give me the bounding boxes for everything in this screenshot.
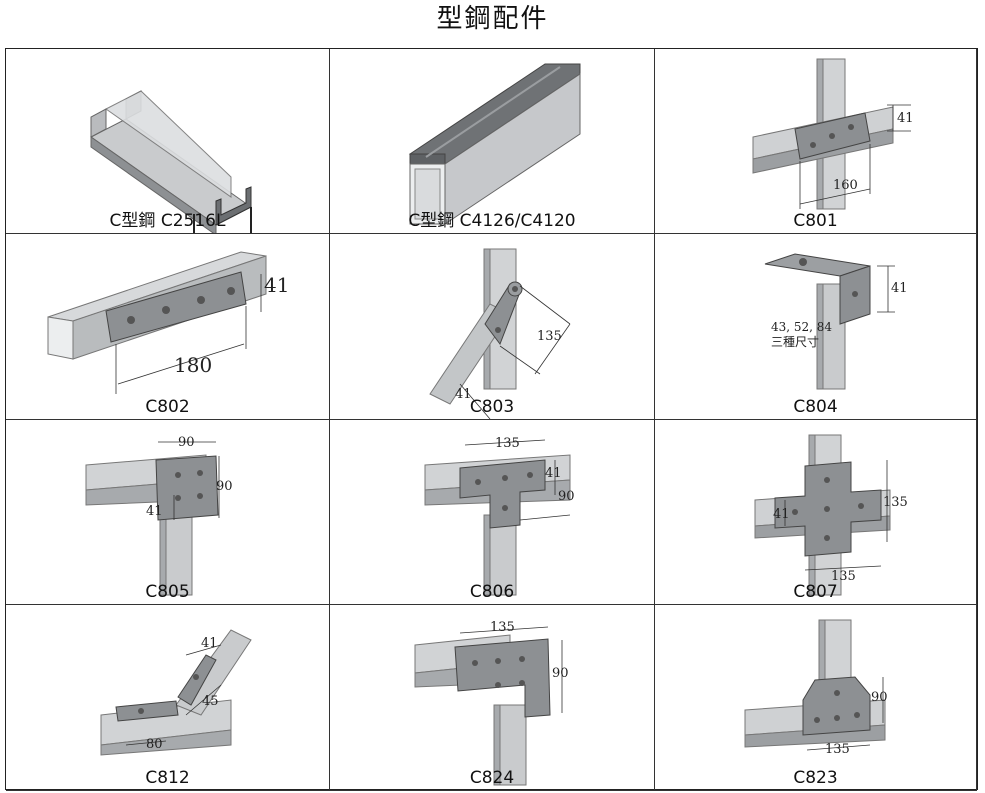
cell-c805: 90 90 41 C805: [6, 420, 330, 605]
cell-c824: 135 90 C824: [330, 605, 655, 791]
cell-c812: 41 45 80 C812: [6, 605, 330, 791]
dim-c805-90-side: 90: [216, 479, 233, 494]
fitting-c824-illustration: 135 90: [414, 620, 569, 786]
note-c804-sizes: 43, 52, 84: [771, 320, 832, 334]
dim-c812-80: 80: [146, 737, 163, 752]
label-c803: C803: [469, 397, 515, 417]
fitting-c804-illustration: 41 43, 52, 84 三種尺寸: [764, 253, 908, 390]
dim-c801-160: 160: [833, 178, 858, 193]
c-channel-c2516l-illustration: [90, 90, 252, 233]
cell-c802: 41 180 C802: [6, 234, 330, 420]
dim-c807-135-bottom: 135: [831, 569, 856, 584]
dim-c824-135: 135: [490, 620, 515, 635]
dim-c805-41: 41: [146, 504, 163, 519]
label-c802: C802: [145, 397, 190, 417]
dim-c803-135: 135: [537, 329, 562, 344]
dim-c806-135: 135: [495, 436, 520, 451]
label-c807: C807: [793, 582, 838, 602]
dim-c801-41: 41: [897, 111, 914, 126]
dim-c806-41: 41: [545, 466, 562, 481]
dim-c802-41: 41: [264, 273, 289, 297]
dim-c807-135-side: 135: [883, 495, 908, 510]
label-c806: C806: [469, 582, 515, 602]
dim-c824-90: 90: [552, 666, 569, 681]
dim-c823-90: 90: [871, 690, 888, 705]
cell-c4126: C型鋼 C4126/C4120: [330, 49, 655, 234]
fitting-c803-illustration: 135 41: [429, 248, 571, 419]
label-c823: C823: [793, 768, 838, 788]
label-c4126: C型鋼 C4126/C4120: [408, 211, 576, 231]
cell-c801: 41 160 C801: [655, 49, 977, 234]
dim-c812-45: 45: [202, 694, 219, 709]
fittings-grid: C型鋼 C2516L C型鋼 C4126/C4120 41: [5, 48, 978, 791]
fitting-c802-illustration: 41 180: [47, 251, 289, 394]
fitting-c801-illustration: 41 160: [752, 58, 914, 210]
fitting-c806-illustration: 135 41 90: [424, 436, 575, 596]
label-c801: C801: [793, 211, 838, 231]
cell-c806: 135 41 90 C806: [330, 420, 655, 605]
label-c2516l: C型鋼 C2516L: [109, 211, 226, 231]
cell-c804: 41 43, 52, 84 三種尺寸 C804: [655, 234, 977, 420]
fitting-c812-illustration: 41 45 80: [100, 629, 252, 756]
dim-c805-90-top: 90: [178, 435, 195, 450]
label-c824: C824: [469, 768, 515, 788]
cell-c807: 41 135 135 C807: [655, 420, 977, 605]
dim-c823-135: 135: [825, 742, 850, 757]
page-title: 型鋼配件: [436, 4, 549, 34]
dim-c806-90: 90: [558, 489, 575, 504]
label-c805: C805: [145, 582, 190, 602]
dim-c807-41: 41: [773, 507, 790, 522]
label-c804: C804: [793, 397, 838, 417]
cell-c803: 135 41 C803: [330, 234, 655, 420]
c-channel-c4126-illustration: [408, 63, 581, 225]
cell-c823: 90 135 C823: [655, 605, 977, 791]
cell-c2516l: C型鋼 C2516L: [6, 49, 330, 234]
fitting-c805-illustration: 90 90 41: [85, 435, 233, 596]
note-c804-three: 三種尺寸: [771, 335, 819, 349]
fitting-c823-illustration: 90 135: [744, 619, 888, 757]
label-c812: C812: [145, 768, 190, 788]
fitting-c807-illustration: 41 135 135: [754, 434, 908, 596]
dim-c812-41: 41: [201, 636, 218, 651]
dim-c802-180: 180: [174, 353, 212, 377]
dim-c803-41: 41: [455, 387, 472, 402]
dim-c804-41: 41: [891, 281, 908, 296]
